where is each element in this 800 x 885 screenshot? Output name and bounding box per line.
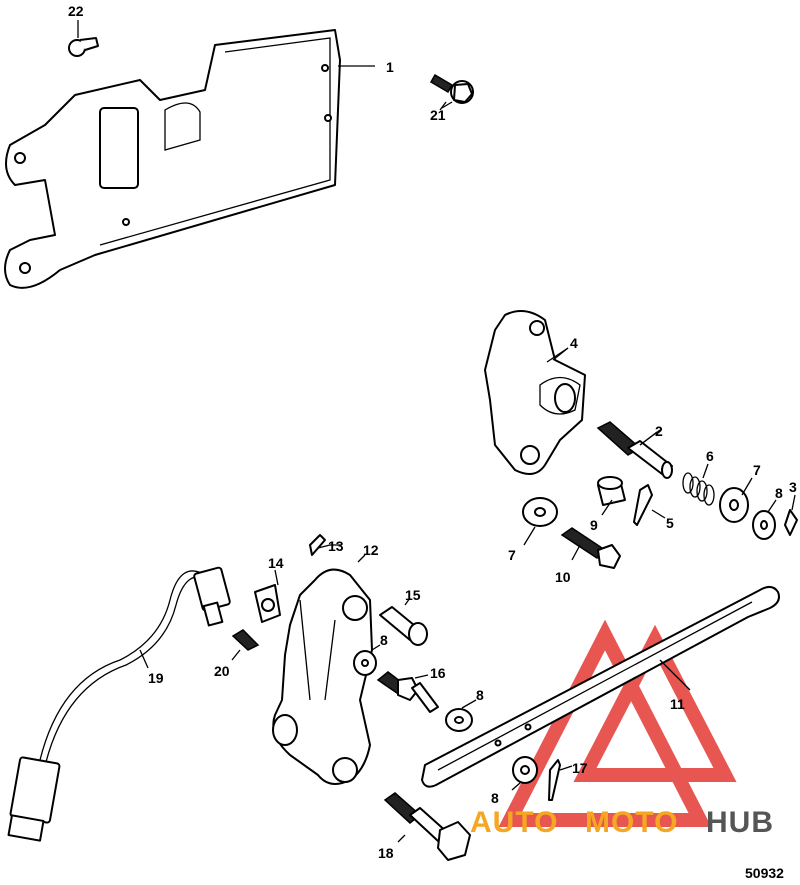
washer-upper-7 [719,487,749,523]
callout-17: 17 [572,760,588,776]
callout-16: 16 [430,665,446,681]
callout-10: 10 [555,569,571,585]
cotter-pin-17 [548,759,561,801]
watermark-text-hub: HUB [706,806,774,839]
watermark-logo [498,619,737,827]
spring [682,472,715,506]
callout-labels: 1 2 3 4 5 6 7 7 8 8 8 8 9 10 11 12 13 14… [68,3,797,861]
callout-15: 15 [405,587,421,603]
callout-8-lever-upper: 8 [380,632,388,648]
washer-upper-8 [752,510,776,540]
watermark-text-moto: MOTO [585,806,678,839]
callout-14: 14 [268,555,284,571]
callout-19: 19 [148,670,164,686]
callout-7-lower: 7 [508,547,516,563]
callout-4: 4 [570,335,578,351]
screw-20 [231,629,260,651]
roller [597,476,626,506]
link-bar [421,586,780,788]
washer-lower-7 [522,497,558,527]
callout-21: 21 [430,107,446,123]
callout-6: 6 [706,448,714,464]
sensor-bracket [254,584,281,623]
washer-link-8c [512,756,538,784]
watermark-text-auto: AUTO [470,806,558,839]
leader-lines [139,101,796,843]
washer-lever-8a [353,650,377,676]
cotter-pin-3 [784,509,798,536]
clevis-pin-15 [379,606,428,646]
shift-bracket [484,310,586,475]
sensor-harness [7,566,231,842]
callout-9: 9 [590,517,598,533]
callout-1: 1 [386,59,394,75]
cotter-pin-13 [309,534,331,556]
callout-3: 3 [789,479,797,495]
stud-16 [376,671,439,713]
callout-8-lever-lower: 8 [476,687,484,703]
callout-11: 11 [670,696,685,712]
cotter-pin-5 [633,484,653,526]
pivot-shaft [596,421,673,479]
callout-22: 22 [68,3,84,19]
hex-bolt-10 [560,527,621,569]
callout-20: 20 [214,663,230,679]
callout-12: 12 [363,542,379,558]
callout-18: 18 [378,845,394,861]
callout-7-upper: 7 [753,462,761,478]
callout-8-link: 8 [491,790,499,806]
callout-13: 13 [328,538,344,554]
callout-5: 5 [666,515,674,531]
callout-2: 2 [655,423,663,439]
washer-lever-8b [445,708,473,732]
flanged-bolt [429,73,474,111]
figure-number: 50932 [745,865,784,881]
mounting-plate [4,29,375,289]
shift-lever-arm [272,568,373,785]
callout-8-upper: 8 [775,485,783,501]
shoulder-bolt-18 [383,792,471,861]
watermark-wordmark: AUTO MOTO HUB [470,806,774,839]
hose-clip [68,20,99,57]
